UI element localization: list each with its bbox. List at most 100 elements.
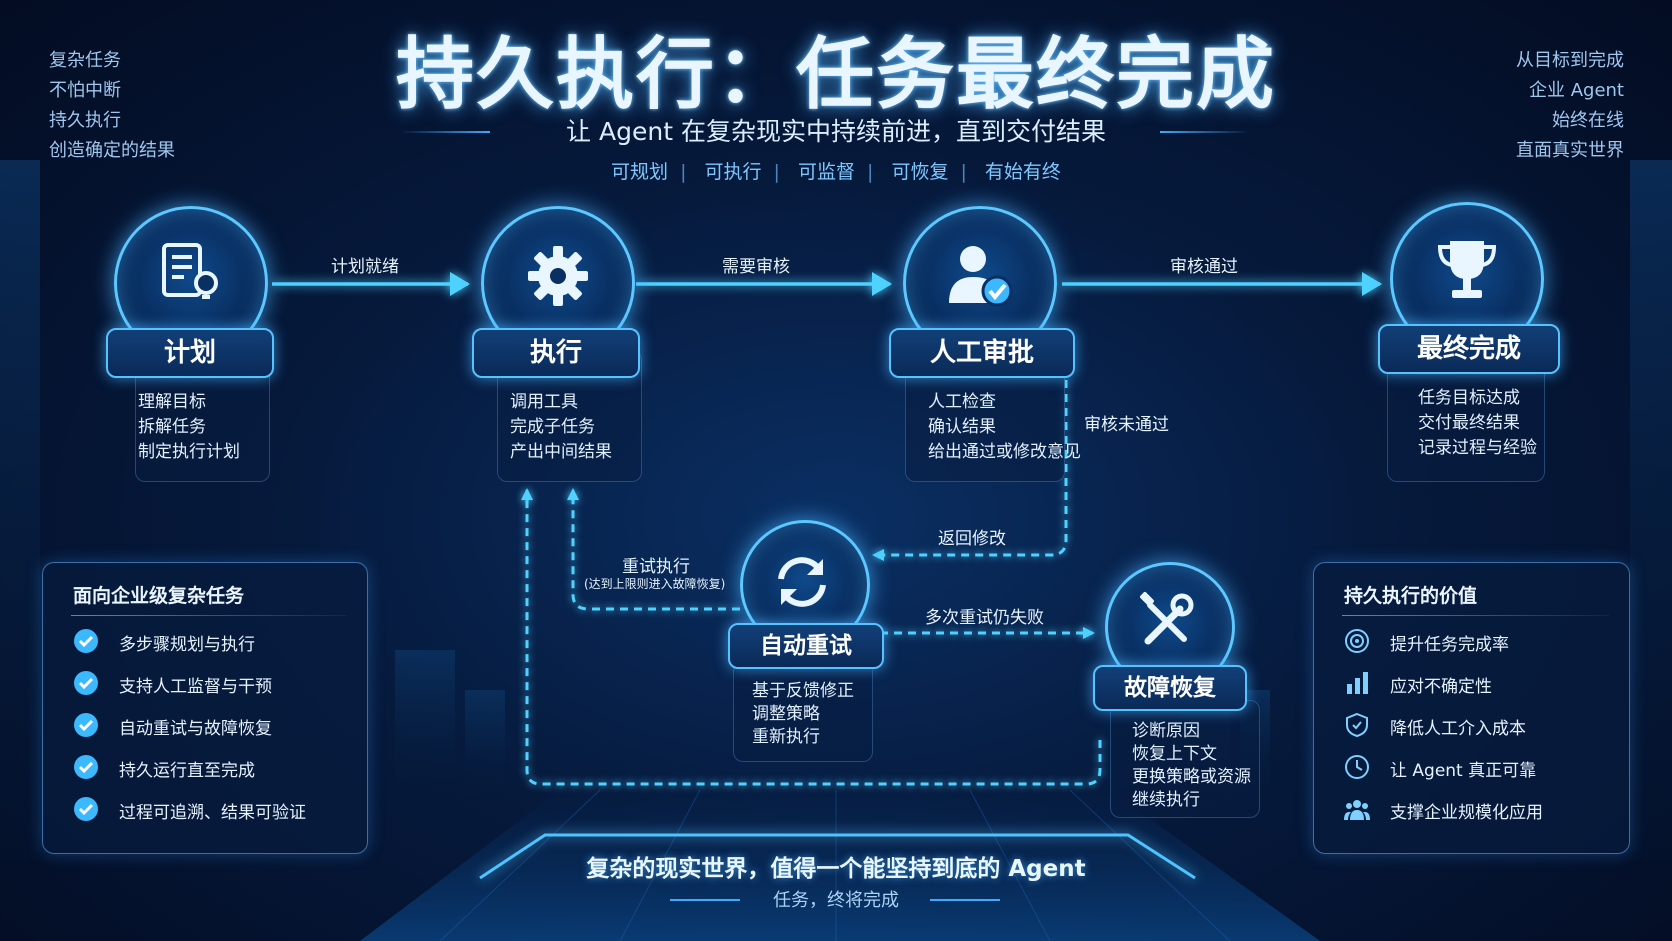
feature-tags: 可规划 | 可执行 | 可监督 | 可恢复 | 有始有终 <box>0 157 1672 184</box>
subtitle-left-line <box>400 131 490 133</box>
check-circle-icon <box>74 671 98 695</box>
execute-details: 调用工具 完成子任务 产出中间结果 <box>510 390 612 465</box>
edge-label-needs-review: 需要审核 <box>722 257 790 277</box>
check-circle-icon <box>74 797 98 821</box>
feature-tag: 可执行 <box>704 161 762 183</box>
target-icon <box>1345 629 1369 653</box>
corner-left-line: 持久执行 <box>49 110 121 131</box>
panel-divider <box>71 615 347 616</box>
value-text: 支撑企业规模化应用 <box>1390 803 1543 823</box>
plan-details: 理解目标 拆解任务 制定执行计划 <box>138 390 240 465</box>
tag-separator: | <box>960 161 967 183</box>
corner-left-line: 创造确定的结果 <box>49 140 175 161</box>
subtitle-right-line <box>1160 131 1250 133</box>
corner-right-line: 始终在线 <box>1552 110 1624 131</box>
corner-left-line: 复杂任务 <box>49 50 121 71</box>
corner-left-line: 不怕中断 <box>49 80 121 101</box>
recover-info-box <box>1110 700 1260 818</box>
wrench-screwdriver-icon <box>1140 592 1194 645</box>
feature-text: 过程可追溯、结果可验证 <box>119 803 306 823</box>
gear-icon <box>528 246 588 306</box>
edge-label-review-passed: 审核通过 <box>1170 257 1238 277</box>
retry-details: 基于反馈修正 调整策略 重新执行 <box>752 680 854 749</box>
feature-text: 自动重试与故障恢复 <box>119 719 272 739</box>
retry-info-box <box>733 662 873 762</box>
detail-item: 诊断原因 <box>1132 721 1200 741</box>
user-check-icon <box>949 246 1013 307</box>
detail-item: 调整策略 <box>752 704 820 724</box>
document-lightbulb-icon <box>162 243 218 299</box>
value-text: 提升任务完成率 <box>1390 635 1509 655</box>
panel-title: 面向企业级复杂任务 <box>73 585 245 607</box>
detail-item: 调用工具 <box>510 392 578 412</box>
review-details: 人工检查 确认结果 给出通过或修改意见 <box>928 390 1081 465</box>
tag-separator: | <box>773 161 780 183</box>
tag-separator: | <box>680 161 687 183</box>
detail-item: 交付最终结果 <box>1418 413 1520 433</box>
feature-tag: 可规划 <box>611 161 669 183</box>
check-circle-icon <box>74 713 98 737</box>
corner-left-text: 复杂任务 不怕中断 持久执行 创造确定的结果 <box>49 46 175 166</box>
detail-item: 基于反馈修正 <box>752 681 854 701</box>
value-text: 降低人工介入成本 <box>1390 719 1526 739</box>
recover-details: 诊断原因 恢复上下文 更换策略或资源 继续执行 <box>1132 720 1251 812</box>
footer-slogan: 复杂的现实世界，值得一个能坚持到底的 Agent <box>586 856 1086 882</box>
execute-label: 执行 <box>472 328 640 378</box>
detail-item: 确认结果 <box>928 417 996 437</box>
page-subtitle: 让 Agent 在复杂现实中持续前进，直到交付结果 <box>566 117 1106 146</box>
check-circle-icon <box>74 755 98 779</box>
edge-label-retry-execute: 重试执行 <box>622 557 690 577</box>
detail-item: 产出中间结果 <box>510 442 612 462</box>
feature-tag: 可恢复 <box>891 161 949 183</box>
check-circle-icon <box>74 629 98 653</box>
detail-item: 任务目标达成 <box>1418 388 1520 408</box>
value-text: 让 Agent 真正可靠 <box>1390 761 1537 781</box>
detail-item: 拆解任务 <box>138 417 206 437</box>
edge-label-plan-ready: 计划就绪 <box>331 257 399 277</box>
detail-item: 更换策略或资源 <box>1132 767 1251 787</box>
shield-icon <box>1346 712 1368 738</box>
detail-item: 制定执行计划 <box>138 442 240 462</box>
refresh-icon <box>778 557 826 607</box>
page-title: 持久执行：任务最终完成 <box>395 30 1276 120</box>
done-details: 任务目标达成 交付最终结果 记录过程与经验 <box>1418 386 1537 461</box>
detail-item: 完成子任务 <box>510 417 595 437</box>
detail-item: 记录过程与经验 <box>1418 438 1537 458</box>
tag-separator: | <box>867 161 874 183</box>
edge-label-return-modify: 返回修改 <box>938 529 1006 549</box>
arrow-recover-to-execute <box>521 488 1102 786</box>
corner-right-line: 企业 Agent <box>1528 80 1624 101</box>
edge-label-retry-failed: 多次重试仍失败 <box>925 608 1044 628</box>
edge-label-retry-note: (达到上限则进入故障恢复) <box>584 577 726 591</box>
edge-label-review-failed: 审核未通过 <box>1084 415 1169 435</box>
detail-item: 恢复上下文 <box>1132 744 1217 764</box>
corner-right-text: 从目标到完成 企业 Agent 始终在线 直面真实世界 <box>1516 46 1624 166</box>
panel-title: 持久执行的价值 <box>1344 585 1478 607</box>
team-icon <box>1344 800 1370 820</box>
corner-right-line: 直面真实世界 <box>1516 140 1624 161</box>
enterprise-features-panel: 面向企业级复杂任务 多步骤规划与执行 支持人工监督与干预 自动重试与故障恢复 持… <box>42 562 368 854</box>
feature-tag: 有始有终 <box>984 161 1061 183</box>
clock-icon <box>1345 755 1369 779</box>
detail-item: 给出通过或修改意见 <box>928 442 1081 462</box>
feature-text: 持久运行直至完成 <box>119 761 255 781</box>
feature-text: 支持人工监督与干预 <box>119 677 272 697</box>
feature-tag: 可监督 <box>797 161 855 183</box>
panel-divider <box>1342 615 1609 616</box>
value-text: 应对不确定性 <box>1390 677 1492 697</box>
detail-item: 继续执行 <box>1132 790 1200 810</box>
corner-right-line: 从目标到完成 <box>1516 50 1624 71</box>
trophy-icon <box>1437 241 1497 298</box>
footer-tagline: 任务，终将完成 <box>773 890 899 911</box>
value-panel: 持久执行的价值 提升任务完成率 应对不确定性 降低人工介入成本 让 Agent … <box>1313 562 1630 854</box>
done-label: 最终完成 <box>1378 324 1560 374</box>
bar-chart-icon <box>1347 672 1368 694</box>
detail-item: 重新执行 <box>752 727 820 747</box>
review-label: 人工审批 <box>889 328 1075 378</box>
detail-item: 理解目标 <box>138 392 206 412</box>
arrow-review-failed <box>872 380 1068 561</box>
feature-text: 多步骤规划与执行 <box>119 635 255 655</box>
plan-label: 计划 <box>106 328 274 378</box>
recover-label: 故障恢复 <box>1093 665 1247 711</box>
